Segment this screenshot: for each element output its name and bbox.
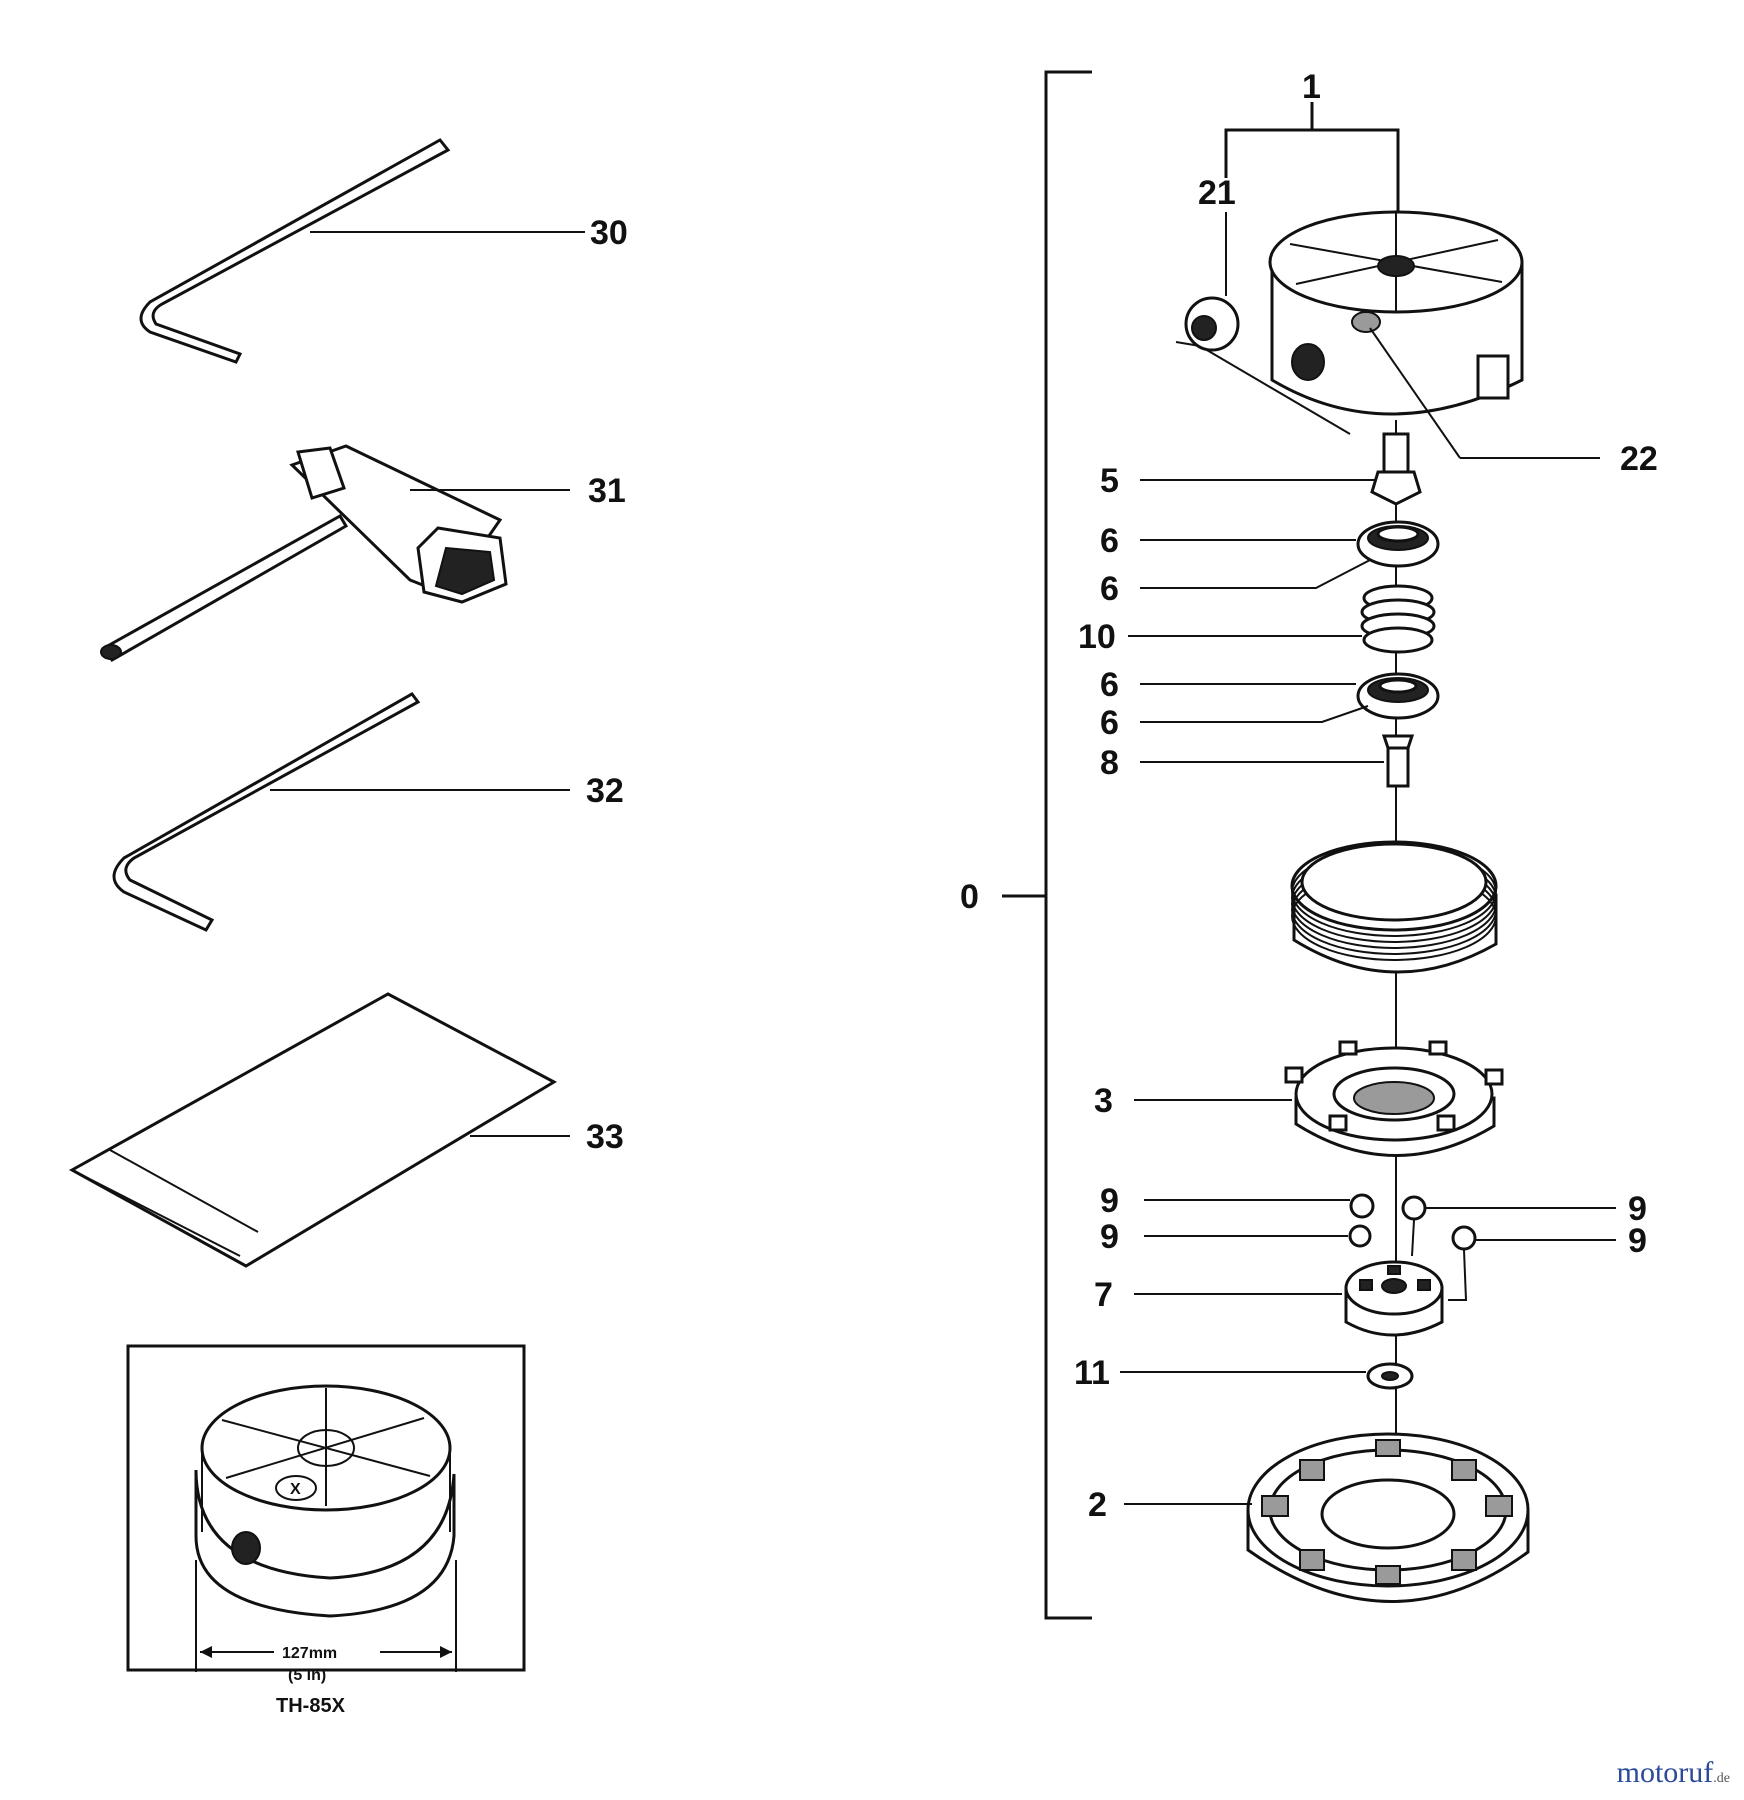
assembly-bracket — [1044, 70, 1092, 1620]
top-cap-1-icon — [1175, 210, 1524, 435]
inset-model-caption: TH-85X — [276, 1695, 346, 1717]
callout-11: 11 — [1074, 1354, 1110, 1392]
callout-5: 5 — [1100, 462, 1119, 500]
callout-10: 10 — [1078, 618, 1116, 656]
watermark-logo: motoruf.de — [1617, 1756, 1730, 1790]
spring-10-icon — [1360, 584, 1436, 654]
inset-dimension-mm: 127mm — [282, 1645, 337, 1662]
bolt-5-icon — [1370, 432, 1422, 506]
hub-7-icon — [1344, 1260, 1444, 1337]
callout-1: 1 — [1302, 68, 1321, 106]
inset-dimension-in: (5 in) — [288, 1667, 326, 1684]
callout-0: 0 — [960, 878, 979, 916]
leader-6d — [1140, 705, 1369, 723]
callout-6b: 6 — [1100, 570, 1119, 608]
callout-6a: 6 — [1100, 522, 1119, 560]
callout-22: 22 — [1620, 440, 1658, 478]
callout-7: 7 — [1094, 1276, 1113, 1314]
inset-assembled-head: X — [126, 1344, 526, 1672]
watermark-tld: .de — [1713, 1771, 1730, 1786]
hex-key-32-icon — [112, 692, 421, 932]
leader-22 — [1369, 327, 1461, 459]
balls-9-icon — [1348, 1193, 1477, 1301]
housing-2-icon — [1246, 1432, 1530, 1603]
hex-key-30-icon — [139, 138, 451, 364]
callout-31: 31 — [588, 472, 626, 510]
watermark-brand: motoruf — [1616, 1756, 1714, 1789]
callout-2: 2 — [1088, 1486, 1107, 1524]
callout-6d: 6 — [1100, 704, 1119, 742]
callout-8: 8 — [1100, 744, 1119, 782]
pin-8-icon — [1381, 734, 1415, 788]
callout-30: 30 — [590, 214, 628, 252]
leader-6b — [1140, 559, 1371, 589]
callout-21: 21 — [1198, 174, 1236, 212]
callout-9d: 9 — [1628, 1222, 1647, 1260]
callout-32: 32 — [586, 772, 624, 810]
callout-9b: 9 — [1628, 1190, 1647, 1228]
manual-33-icon — [68, 992, 558, 1268]
spool-3-icon — [1284, 1040, 1504, 1157]
plug-spanner-31-icon — [100, 444, 508, 662]
callout-33: 33 — [586, 1118, 624, 1156]
callout-9a: 9 — [1100, 1182, 1119, 1220]
knob-21-icon — [1184, 212, 1240, 352]
line-coil-icon — [1290, 840, 1498, 974]
callout-3: 3 — [1094, 1082, 1113, 1120]
inset-x-mark: X — [290, 1481, 301, 1498]
washer-6-upper-icon — [1356, 520, 1440, 568]
washer-11-icon — [1366, 1362, 1414, 1390]
callout-9c: 9 — [1100, 1218, 1119, 1256]
callout-6c: 6 — [1100, 666, 1119, 704]
leader-1 — [1224, 102, 1400, 212]
washer-6-lower-icon — [1356, 672, 1440, 720]
